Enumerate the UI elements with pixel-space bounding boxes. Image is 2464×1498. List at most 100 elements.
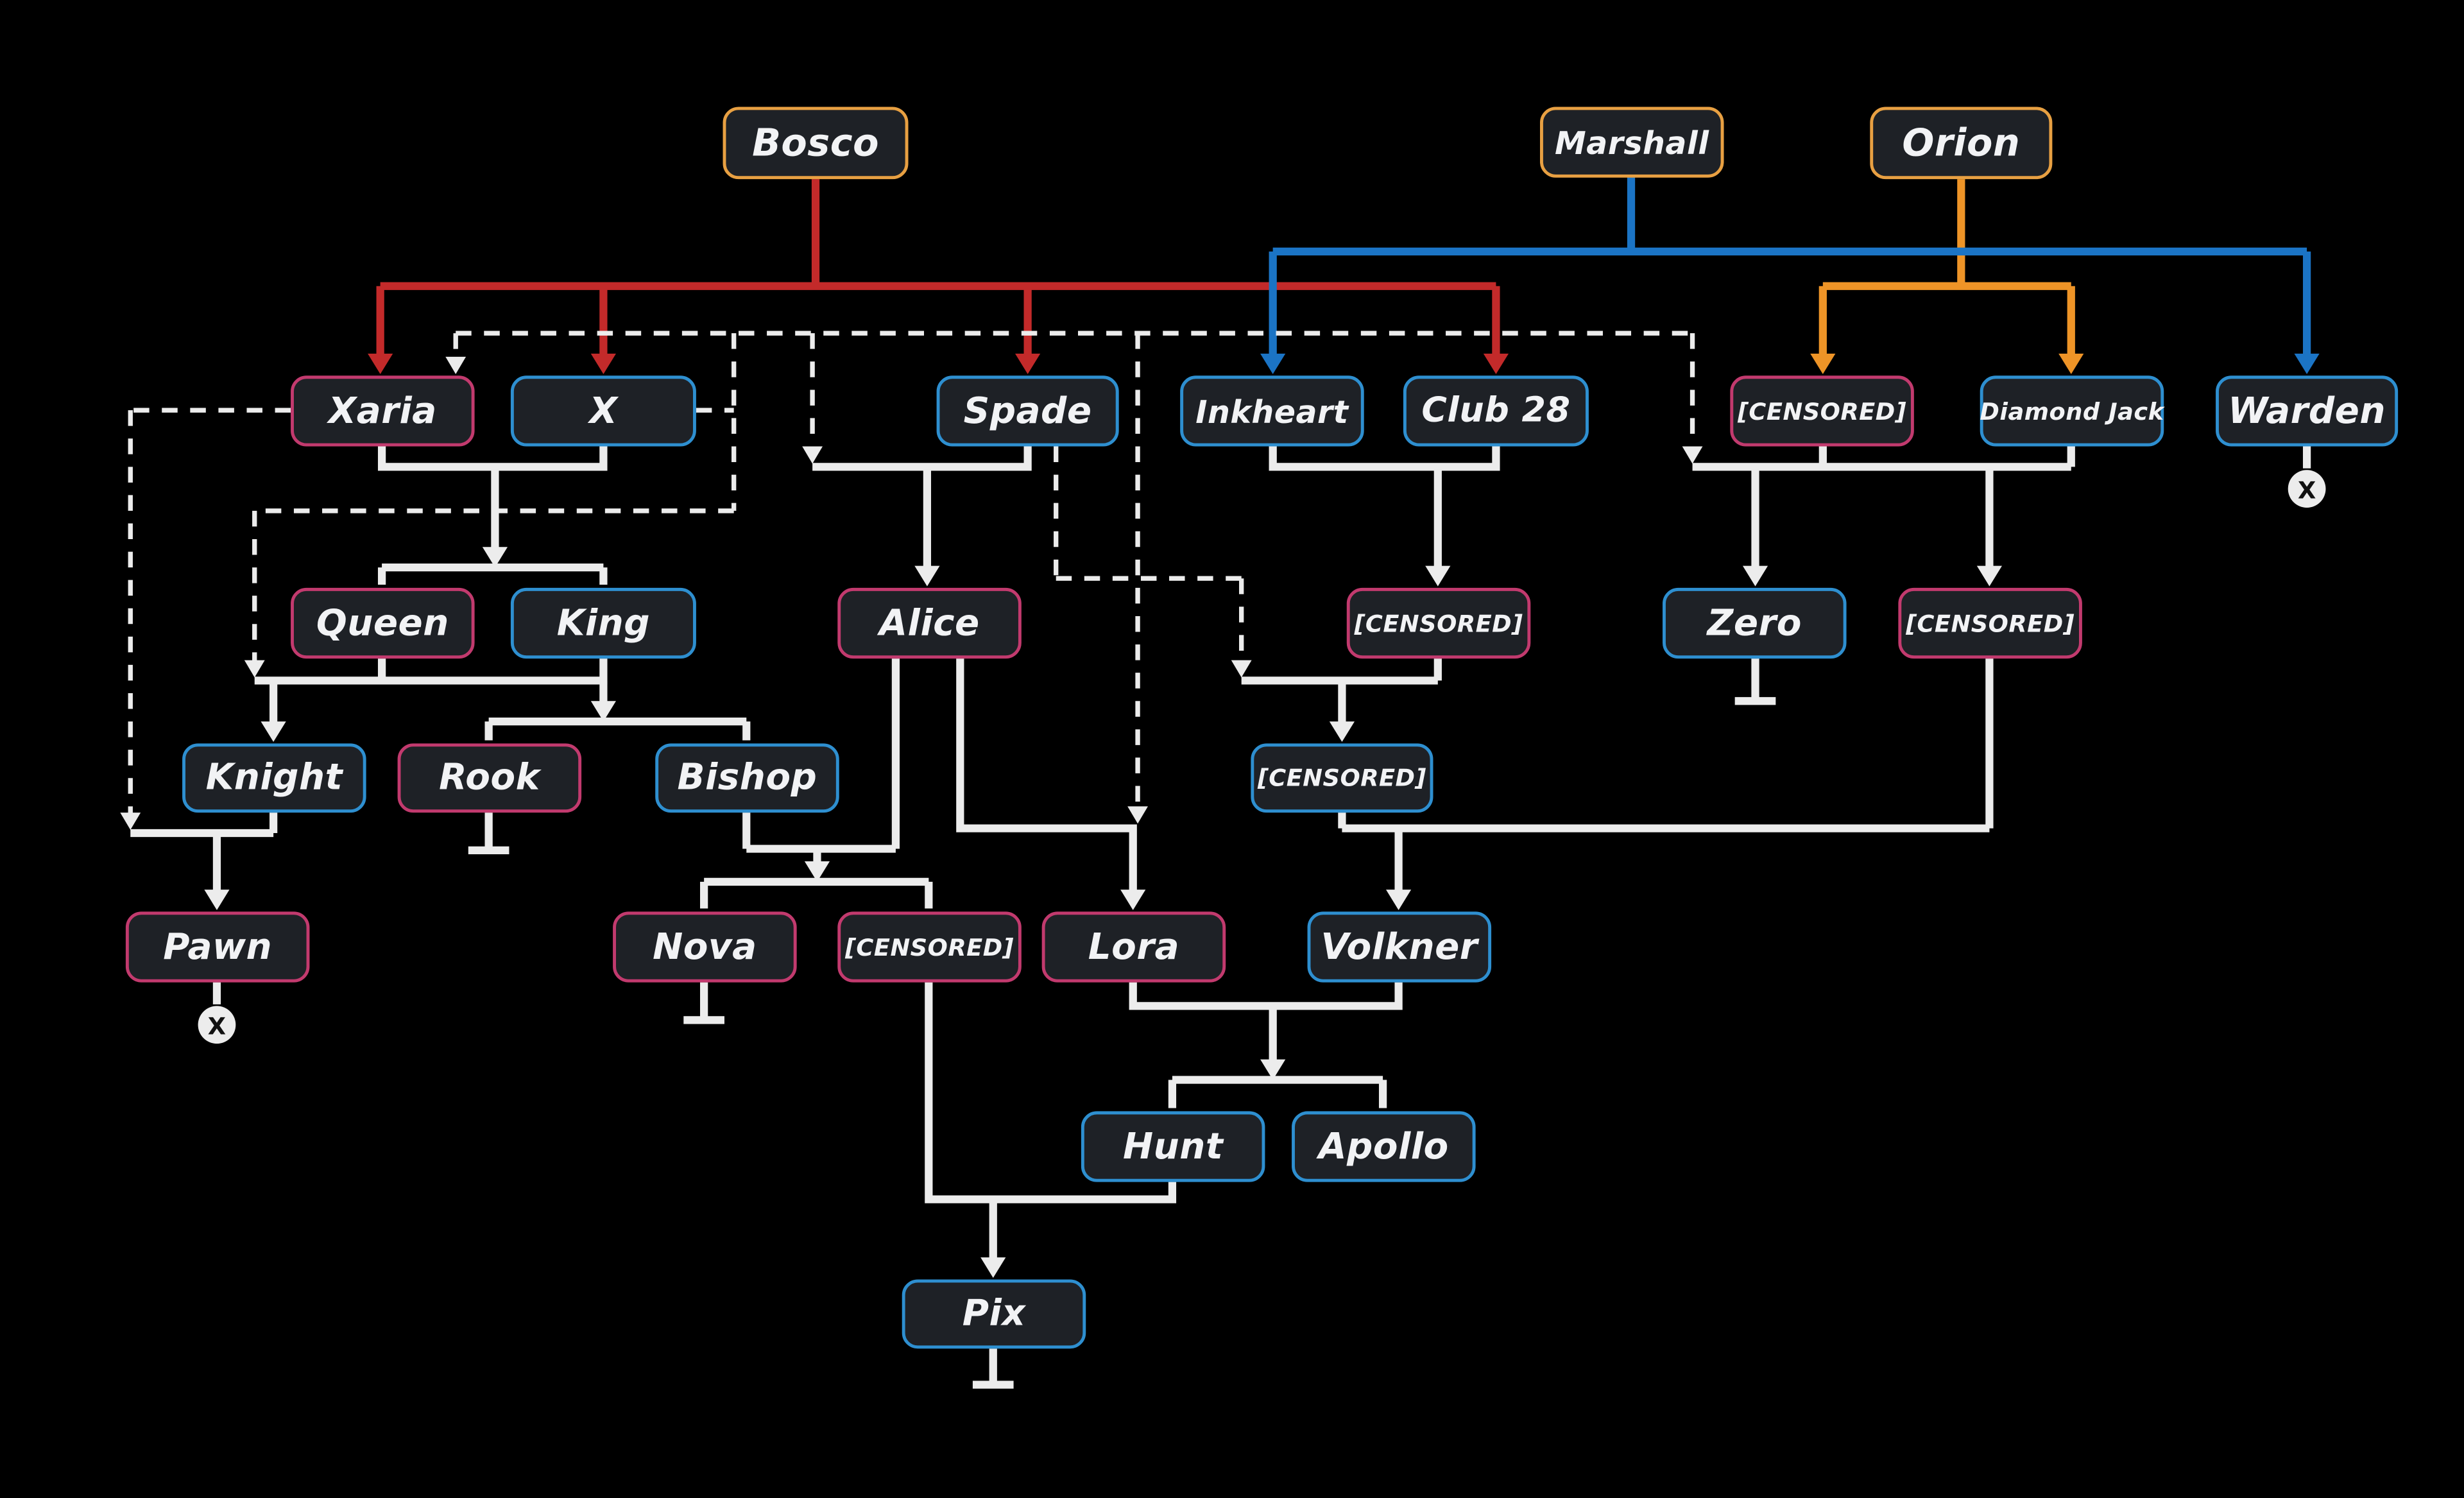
node-label: Alice [879, 603, 980, 644]
node-hunt: Hunt [1081, 1111, 1265, 1182]
node-label: Inkheart [1195, 392, 1349, 430]
node-censored-b: [CENSORED] [1346, 587, 1531, 659]
arrowhead-icon [1742, 565, 1768, 587]
arrowhead-icon [1127, 806, 1148, 824]
arrowhead-icon [1231, 660, 1252, 678]
edge-lora-volkner-couple [1129, 982, 1403, 1010]
arrowhead-icon [445, 356, 466, 374]
node-bishop: Bishop [655, 743, 839, 813]
arrowhead-icon [1260, 1059, 1286, 1080]
node-label: Queen [316, 603, 449, 644]
edge-alice-lora-path [956, 659, 1137, 896]
edge-inkheart-club28-couple [1269, 445, 1500, 471]
node-warden: Warden [2216, 375, 2399, 447]
node-diamond-jack: Diamond Jack [1980, 375, 2164, 447]
node-label: Bosco [752, 121, 879, 166]
node-pix: Pix [902, 1279, 1086, 1349]
node-label: Nova [653, 926, 757, 968]
node-bosco: Bosco [723, 107, 909, 180]
node-alice: Alice [837, 587, 1022, 659]
node-label: [CENSORED] [845, 933, 1014, 961]
node-label: Lora [1088, 926, 1180, 968]
node-queen: Queen [291, 587, 475, 659]
node-label: X [589, 390, 618, 432]
node-xaria: Xaria [291, 375, 475, 447]
node-spade: Spade [936, 375, 1119, 447]
arrowhead-icon [2058, 354, 2084, 374]
node-label: Pix [962, 1293, 1026, 1335]
node-label: Zero [1707, 603, 1802, 644]
arrowhead-icon [1329, 721, 1355, 742]
node-censored-c: [CENSORED] [1898, 587, 2082, 659]
node-inkheart: Inkheart [1180, 375, 1364, 447]
node-censored-e: [CENSORED] [837, 911, 1022, 983]
node-lora: Lora [1041, 911, 1226, 983]
node-label: Pawn [163, 926, 273, 968]
arrowhead-icon [802, 446, 823, 464]
arrowhead-icon [590, 354, 617, 374]
deceased-x-label: X [208, 1013, 226, 1040]
arrowhead-icon [590, 701, 617, 722]
node-censored-d: [CENSORED] [1251, 743, 1433, 813]
node-label: Knight [205, 757, 343, 799]
arrowhead-icon [1015, 354, 1041, 374]
node-label: King [556, 603, 651, 644]
arrowhead-icon [482, 547, 508, 568]
node-label: Apollo [1318, 1126, 1449, 1167]
arrowhead-icon [1682, 446, 1703, 464]
node-label: [CENSORED] [1738, 397, 1906, 426]
arrowhead-icon [261, 721, 286, 742]
deceased-x-marker-icon: X [198, 1006, 236, 1044]
node-apollo: Apollo [1292, 1111, 1476, 1182]
arrowhead-icon [914, 565, 940, 587]
node-king: King [510, 587, 696, 659]
arrowhead-icon [1483, 354, 1509, 374]
node-label: Orion [1902, 121, 2021, 166]
edge-spade-couple [812, 446, 1032, 471]
node-label: [CENSORED] [1354, 608, 1523, 638]
node-pawn: Pawn [125, 911, 310, 983]
arrowhead-icon [368, 354, 393, 374]
node-censored-a: [CENSORED] [1730, 375, 1914, 447]
arrowhead-icon [1120, 890, 1146, 910]
node-label: Bishop [677, 757, 817, 799]
node-club28: Club 28 [1403, 375, 1589, 447]
node-label: Rook [439, 757, 540, 799]
node-label: Marshall [1554, 123, 1709, 162]
node-label: Spade [963, 390, 1092, 432]
node-label: Hunt [1123, 1126, 1224, 1167]
arrowhead-icon [1976, 565, 2003, 587]
node-nova: Nova [613, 911, 797, 983]
edge-queen-king-couple [377, 659, 608, 685]
deceased-circle [198, 1006, 236, 1044]
node-label: Diamond Jack [1980, 397, 2164, 426]
node-x: X [510, 375, 696, 447]
node-label: Warden [2228, 390, 2386, 432]
node-knight: Knight [182, 743, 366, 813]
deceased-circle [2288, 470, 2326, 508]
node-marshall: Marshall [1540, 107, 1724, 178]
arrowhead-icon [2294, 354, 2320, 374]
arrowhead-icon [120, 813, 141, 831]
arrowhead-icon [804, 861, 830, 882]
deceased-x-marker-icon: X [2288, 470, 2326, 508]
deceased-x-label: X [2298, 477, 2316, 504]
arrowhead-icon [1425, 565, 1451, 587]
edge-xaria-x-couple [377, 446, 608, 471]
node-label: [CENSORED] [1257, 764, 1426, 793]
node-zero: Zero [1663, 587, 1847, 659]
node-rook: Rook [397, 743, 582, 813]
node-label: Volkner [1321, 926, 1478, 968]
arrowhead-icon [980, 1257, 1006, 1278]
node-label: Xaria [328, 390, 437, 432]
node-volkner: Volkner [1307, 911, 1492, 983]
node-orion: Orion [1870, 107, 2053, 180]
arrowhead-icon [204, 890, 230, 910]
arrowhead-icon [1810, 354, 1836, 374]
arrowhead-icon [244, 660, 265, 678]
edge-cense-hunt-path [925, 982, 1177, 1203]
node-label: [CENSORED] [1906, 608, 2075, 638]
node-label: Club 28 [1421, 391, 1571, 431]
